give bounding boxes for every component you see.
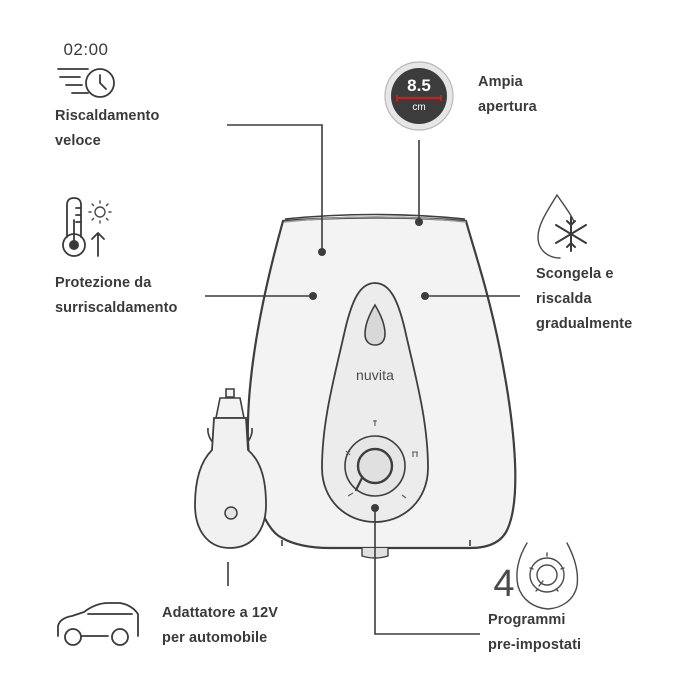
label-overheat-protection: Protezione da surriscaldamento (55, 271, 177, 321)
label-programs: Programmi pre-impostati (488, 608, 581, 658)
fast-heating-line1: Riscaldamento (55, 108, 160, 124)
programs-line2: pre-impostati (488, 637, 582, 653)
car-icon (57, 602, 139, 646)
arrow-up-icon (91, 232, 105, 257)
leader-lines (205, 124, 520, 635)
plug-led (224, 506, 238, 520)
car-adapter-line1: Adattatore a 12V (162, 605, 279, 621)
label-fast-heating: Riscaldamento veloce (55, 104, 159, 154)
opening-badge-unit: cm (412, 102, 425, 113)
plug-neck (215, 397, 245, 419)
car-adapter-plug (194, 388, 267, 549)
opening-badge-value: 8.5 (407, 76, 431, 95)
defrost-line2: riscalda (536, 291, 592, 307)
dial-symbols (345, 420, 418, 499)
overheat-line2: surriscaldamento (55, 300, 178, 316)
wide-opening-line1: Ampia (478, 74, 523, 90)
program-dial-knob[interactable] (356, 447, 394, 485)
opening-badge-icon: 8.5 cm (384, 61, 454, 131)
sun-icon (88, 200, 112, 224)
dial-icon: 4 (493, 542, 579, 610)
plug-tip (225, 388, 235, 398)
indicator-light (364, 303, 386, 346)
label-wide-opening: Ampia apertura (478, 70, 537, 120)
defrost-line3: gradualmente (536, 316, 633, 332)
overheat-line1: Protezione da (55, 275, 152, 291)
bottle-warmer (246, 213, 517, 559)
thermometer-icon (62, 197, 86, 257)
brand-logo: nuvita (356, 367, 394, 383)
clock-icon-time: 02:00 (63, 40, 108, 59)
snowflake-drop-icon (537, 194, 587, 259)
warmer-rim (283, 216, 467, 223)
wide-opening-line2: apertura (478, 99, 537, 115)
warmer-rim-inner (284, 213, 466, 220)
label-defrost: Scongela e riscalda gradualmente (536, 262, 632, 337)
dial-pointer (354, 476, 364, 492)
programs-line1: Programmi (488, 612, 566, 628)
label-car-adapter: Adattatore a 12V per automobile (162, 601, 278, 651)
plug-body (194, 417, 267, 549)
defrost-line1: Scongela e (536, 266, 614, 282)
programs-count: 4 (493, 563, 514, 605)
car-adapter-line2: per automobile (162, 630, 268, 646)
clock-icon: 02:00 (57, 40, 115, 98)
fast-heating-line2: veloce (55, 133, 101, 149)
